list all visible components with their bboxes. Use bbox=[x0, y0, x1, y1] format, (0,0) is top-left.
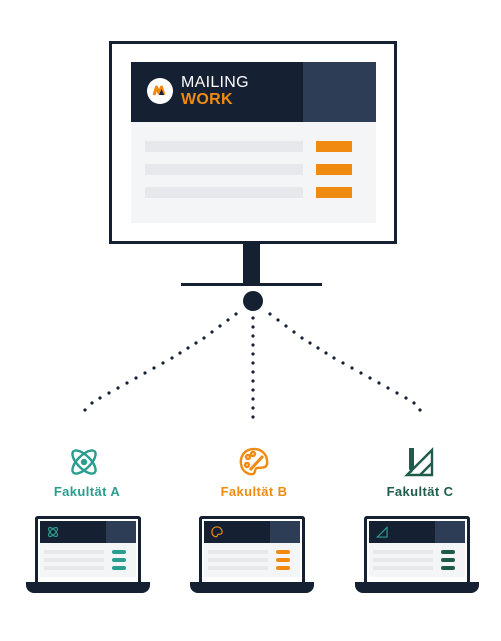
laptop-base bbox=[190, 582, 314, 593]
ruler-triangle-icon bbox=[401, 444, 437, 480]
content-line bbox=[208, 550, 268, 554]
content-line bbox=[44, 566, 104, 570]
monitor-stand-base bbox=[181, 283, 322, 286]
content-button bbox=[276, 566, 290, 570]
content-button bbox=[276, 558, 290, 562]
content-button bbox=[276, 550, 290, 554]
laptop-lid bbox=[35, 516, 141, 582]
laptop-faculty-b bbox=[190, 516, 314, 593]
content-line bbox=[373, 550, 433, 554]
content-button bbox=[112, 558, 126, 562]
content-line bbox=[44, 550, 104, 554]
palette-icon bbox=[211, 526, 223, 538]
logo-text-mailing: MAILING bbox=[181, 74, 249, 91]
content-line bbox=[208, 566, 268, 570]
content-button bbox=[112, 550, 126, 554]
laptop-screen-header bbox=[40, 521, 106, 543]
content-line bbox=[208, 558, 268, 562]
content-line bbox=[145, 164, 303, 175]
mailingwork-logo-icon bbox=[147, 78, 173, 104]
connector-right bbox=[268, 312, 422, 412]
content-line bbox=[145, 141, 303, 152]
laptop-screen-header bbox=[204, 521, 270, 543]
content-button bbox=[316, 187, 352, 198]
content-line bbox=[373, 566, 433, 570]
faculty-c-label: Fakultät C bbox=[386, 484, 454, 499]
content-button bbox=[441, 566, 455, 570]
laptop-faculty-c bbox=[355, 516, 479, 593]
content-line bbox=[373, 558, 433, 562]
content-button bbox=[441, 550, 455, 554]
laptop-faculty-a bbox=[26, 516, 150, 593]
monitor-stand-neck bbox=[243, 244, 260, 284]
content-button bbox=[316, 141, 352, 152]
atom-icon bbox=[47, 526, 59, 538]
content-line bbox=[44, 558, 104, 562]
content-button bbox=[112, 566, 126, 570]
content-button bbox=[316, 164, 352, 175]
logo-text-work: WORK bbox=[181, 91, 233, 108]
faculty-b-label: Fakultät B bbox=[220, 484, 288, 499]
laptop-screen-sidebar bbox=[270, 521, 300, 543]
laptop-base bbox=[355, 582, 479, 593]
ruler-triangle-icon bbox=[375, 525, 388, 538]
connection-hub bbox=[243, 291, 263, 311]
content-button bbox=[441, 558, 455, 562]
connector-center bbox=[251, 316, 255, 419]
screen-sidebar-block bbox=[303, 62, 376, 122]
laptop-screen-sidebar bbox=[106, 521, 136, 543]
laptop-base bbox=[26, 582, 150, 593]
connector-left bbox=[83, 312, 238, 412]
laptop-lid bbox=[199, 516, 305, 582]
laptop-screen-sidebar bbox=[435, 521, 465, 543]
laptop-lid bbox=[364, 516, 470, 582]
atom-icon bbox=[66, 444, 102, 480]
content-line bbox=[145, 187, 303, 198]
palette-icon bbox=[236, 444, 272, 480]
faculty-a-label: Fakultät A bbox=[53, 484, 121, 499]
